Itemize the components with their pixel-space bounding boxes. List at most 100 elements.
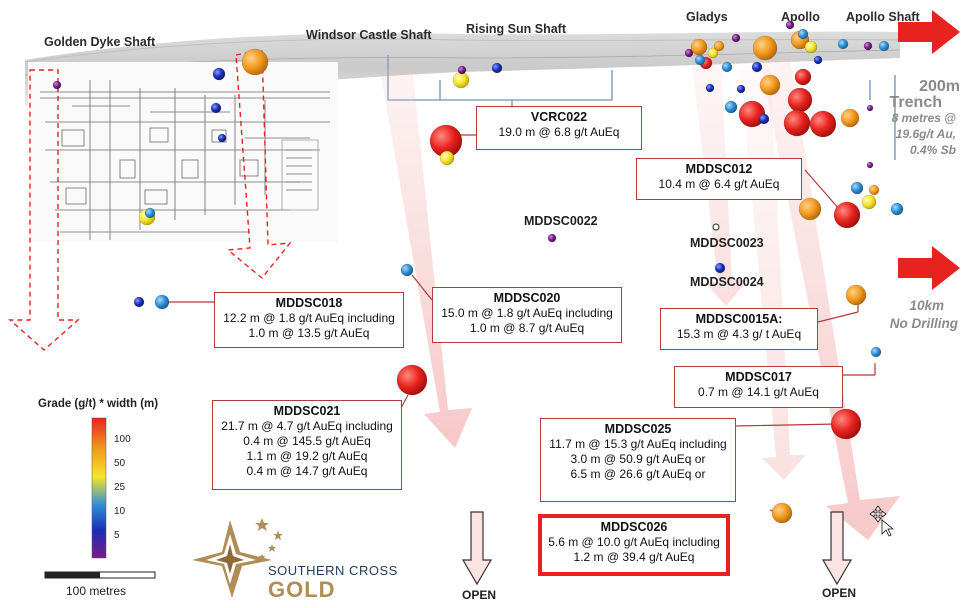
result-box-line: 15.3 m @ 4.3 g/ t AuEq [676, 327, 802, 341]
intercept-lightblue [878, 40, 890, 52]
intercept-purple [866, 104, 874, 112]
legend-title: Grade (g/t) * width (m) [38, 398, 159, 410]
shaft-label-golden-dyke: Golden Dyke Shaft [44, 35, 156, 49]
intercept-orange [759, 74, 781, 96]
result-box-title: VCRC022 [530, 110, 588, 124]
result-box-title: MDDSC017 [725, 370, 792, 384]
result-box-line: 1.2 m @ 39.4 g/t AuEq [573, 550, 695, 564]
intercept-orange [771, 502, 793, 524]
no-drilling-label: No Drilling [889, 316, 958, 331]
historic-workings-sketch [28, 62, 338, 242]
result-box-line: 1.1 m @ 19.2 g/t AuEq [246, 449, 368, 463]
intercept-lightblue [154, 294, 170, 310]
intercept-yellow [439, 150, 455, 166]
dashed-open-arrows [8, 49, 292, 351]
result-box-title: MDDSC0015A: [695, 312, 783, 326]
southern-cross-logo-mark [192, 518, 283, 598]
intercept-lightblue [890, 202, 904, 216]
intercept-orange [798, 197, 822, 221]
result-box-line: 6.5 m @ 26.6 g/t AuEq or [570, 467, 706, 481]
intercept-orange [752, 35, 778, 61]
open-label-left: OPEN [462, 588, 497, 602]
intercept-red [833, 201, 861, 229]
logo-wordmark-line-1: SOUTHERN CROSS [268, 563, 398, 578]
result-box-line: 21.7 m @ 4.7 g/t AuEq including [221, 419, 393, 433]
intercept-lightblue [694, 54, 706, 66]
hole-tag-mddsc0023: MDDSC0023 [690, 236, 764, 250]
intercept-purple [866, 161, 874, 169]
result-box-title: MDDSC012 [685, 162, 753, 176]
result-box-title: MDDSC025 [604, 422, 672, 436]
result-box-line: 10.4 m @ 6.4 g/t AuEq [658, 177, 780, 191]
hole-tag-mddsc0022: MDDSC0022 [524, 214, 598, 228]
hole-collar-marker [712, 223, 720, 231]
result-box-mddsc012: MDDSC012 10.4 m @ 6.4 g/t AuEq [636, 158, 802, 200]
intercept-purple [863, 41, 873, 51]
intercept-darkblue [758, 113, 770, 125]
intercept-purple [785, 20, 795, 30]
intercept-lightblue [721, 61, 733, 73]
intercept-lightblue [850, 181, 864, 195]
trench-label: Trench [889, 94, 942, 111]
legend-tick: 5 [114, 530, 120, 541]
intercept-purple [684, 48, 694, 58]
intercept-yellow [804, 40, 818, 54]
logo-wordmark-line-2: GOLD [268, 577, 336, 602]
shaft-label-apollo-shaft: Apollo Shaft [846, 10, 920, 24]
result-box-line: 19.0 m @ 6.8 g/t AuEq [498, 125, 620, 139]
no-drilling-distance: 10km [909, 298, 944, 313]
trench-result-line-3: 0.4% Sb [909, 143, 956, 157]
intercept-orange [690, 38, 708, 56]
result-box-line: 3.0 m @ 50.9 g/t AuEq or [570, 452, 706, 466]
intercept-orange [845, 284, 867, 306]
intercept-lightblue [797, 28, 809, 40]
result-box-vcrc022: VCRC022 19.0 m @ 6.8 g/t AuEq [476, 106, 642, 150]
result-box-mddsc017: MDDSC017 0.7 m @ 14.1 g/t AuEq [674, 366, 843, 408]
result-box-title: MDDSC020 [493, 291, 561, 305]
intercept-darkblue [736, 84, 746, 94]
intercept-darkblue [133, 296, 145, 308]
open-hollow-arrows [461, 511, 853, 586]
intercept-lightblue [870, 346, 882, 358]
intercept-orange [840, 108, 860, 128]
shaft-label-gladys: Gladys [686, 10, 728, 24]
intercept-darkblue [491, 62, 503, 74]
intercept-orange [713, 40, 725, 52]
result-box-line: 0.4 m @ 145.5 g/t AuEq [243, 434, 371, 448]
intercept-red [396, 364, 428, 396]
result-box-mddsc020: MDDSC020 15.0 m @ 1.8 g/t AuEq including… [432, 287, 622, 343]
intercept-darkblue [813, 55, 823, 65]
result-box-line: 15.0 m @ 1.8 g/t AuEq including [441, 306, 613, 320]
intercept-darkblue [714, 262, 726, 274]
intercept-purple [52, 80, 62, 90]
intercept-yellow [861, 194, 877, 210]
result-box-title: MDDSC021 [273, 404, 341, 418]
intercept-lightblue [400, 263, 414, 277]
legend-tick: 50 [114, 458, 126, 469]
result-box-line: 11.7 m @ 15.3 g/t AuEq including [549, 437, 727, 451]
intercept-darkblue [212, 67, 226, 81]
result-box-mddsc018: MDDSC018 12.2 m @ 1.8 g/t AuEq including… [214, 292, 404, 348]
intercept-lightblue [837, 38, 849, 50]
scale-bar-label: 100 metres [66, 584, 127, 598]
intercept-lightblue [144, 207, 156, 219]
result-box-mddsc026: MDDSC026 5.6 m @ 10.0 g/t AuEq including… [538, 514, 730, 576]
result-box-line: 5.6 m @ 10.0 g/t AuEq including [548, 535, 720, 549]
result-box-line: 0.7 m @ 14.1 g/t AuEq [698, 385, 819, 399]
shaft-label-apollo: Apollo [781, 10, 820, 24]
intercept-red [783, 109, 811, 137]
intercept-yellow [707, 47, 719, 59]
intercept-red [794, 68, 812, 86]
shaft-label-rising-sun: Rising Sun Shaft [466, 22, 566, 36]
intercept-purple [457, 65, 467, 75]
result-box-line: 0.4 m @ 14.7 g/t AuEq [246, 464, 368, 478]
intercept-red [809, 110, 837, 138]
intercept-darkblue [217, 133, 227, 143]
result-box-line: 1.0 m @ 8.7 g/t AuEq [469, 321, 585, 335]
trench-length: 200m [919, 78, 960, 95]
shaft-label-windsor-castle: Windsor Castle Shaft [306, 28, 432, 42]
result-box-mddsc0015a: MDDSC0015A: 15.3 m @ 4.3 g/ t AuEq [660, 308, 818, 350]
legend-tick: 100 [114, 434, 131, 445]
result-box-mddsc021: MDDSC021 21.7 m @ 4.7 g/t AuEq including… [212, 400, 402, 490]
